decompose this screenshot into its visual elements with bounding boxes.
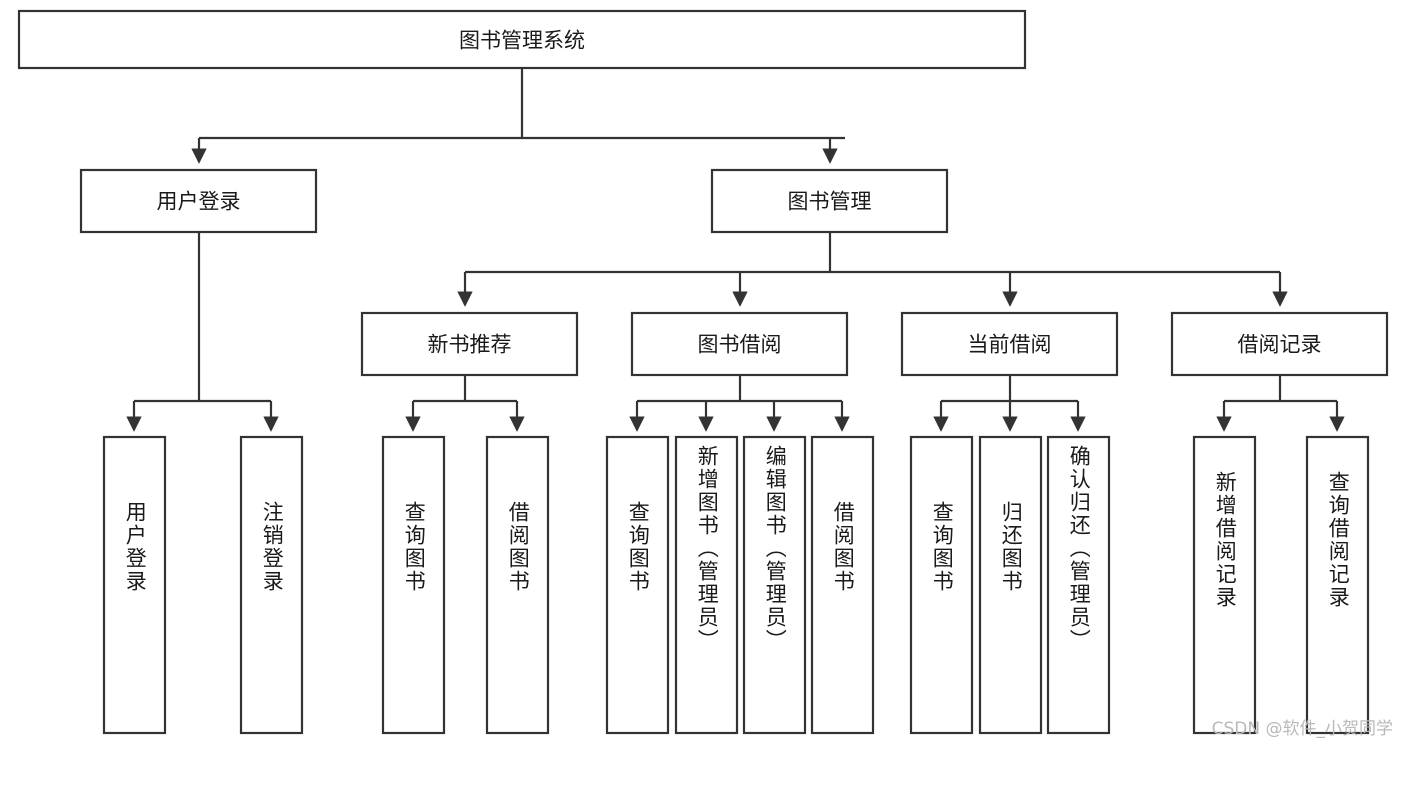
leaf-box-borrow-record-0[interactable] [1192,435,1257,735]
node-root-label: 图书管理系统 [459,29,585,53]
node-new-book-recommend-label: 新书推荐 [428,333,512,357]
leaf-box-user-login-1[interactable] [239,435,304,735]
leaf-box-borrow-record-1[interactable] [1305,435,1370,735]
node-user-login[interactable]: 用户登录 [79,168,318,234]
edge-group-book-borrow [629,375,850,432]
node-current-borrow-box[interactable] [900,311,1119,377]
node-book-manage-box[interactable] [710,168,949,234]
node-root[interactable]: 图书管理系统 [17,9,1027,70]
node-book-manage-label: 图书管理 [788,190,872,214]
edge-group-borrow-record [1216,375,1345,432]
leaf-box-book-borrow-1[interactable] [674,435,739,735]
node-book-borrow-label: 图书借阅 [698,333,782,357]
node-current-borrow-label: 当前借阅 [968,333,1052,357]
node-borrow-record[interactable]: 借阅记录 [1170,311,1389,377]
node-book-manage[interactable]: 图书管理 [710,168,949,234]
edge-group-current-borrow [933,375,1086,432]
leaf-box-book-borrow-3[interactable] [810,435,875,735]
leaf-box-current-borrow-0[interactable] [909,435,974,735]
node-new-book-recommend-box[interactable] [360,311,579,377]
leaf-box-current-borrow-2[interactable] [1046,435,1111,735]
node-new-book-recommend[interactable]: 新书推荐 [360,311,579,377]
watermark-text: CSDN @软件_小贺同学 [1211,719,1393,739]
node-user-login-label: 用户登录 [157,190,241,214]
edge-group-book-manage [457,232,1288,307]
book-management-system-diagram: 图书管理系统 用户登录 图书管理 新书推荐 图书借阅 当前借阅 借阅记录 [17,9,1393,739]
edge-group-new-book-recommend [405,375,525,432]
node-borrow-record-box[interactable] [1170,311,1389,377]
edge-group-user-login [126,232,279,432]
edge-group-root [191,68,845,164]
node-book-borrow[interactable]: 图书借阅 [630,311,849,377]
leaf-box-new-book-1[interactable] [485,435,550,735]
node-user-login-box[interactable] [79,168,318,234]
leaf-box-book-borrow-2[interactable] [742,435,807,735]
leaf-box-user-login-0[interactable] [102,435,167,735]
node-book-borrow-box[interactable] [630,311,849,377]
leaf-box-current-borrow-1[interactable] [978,435,1043,735]
node-borrow-record-label: 借阅记录 [1238,333,1322,357]
leaf-box-new-book-0[interactable] [381,435,446,735]
diagram-canvas: 图书管理系统 用户登录 图书管理 新书推荐 图书借阅 当前借阅 借阅记录 [17,9,1389,735]
node-current-borrow[interactable]: 当前借阅 [900,311,1119,377]
leaf-box-book-borrow-0[interactable] [605,435,670,735]
leaf-boxes [102,435,1370,735]
node-root-box[interactable] [17,9,1027,70]
